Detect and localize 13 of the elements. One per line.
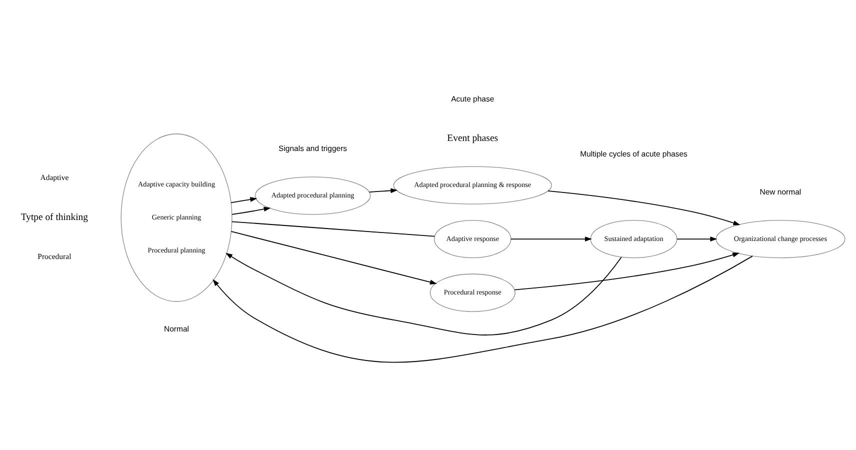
arrow bbox=[548, 190, 740, 226]
arrow bbox=[230, 197, 258, 204]
arrow bbox=[510, 236, 592, 242]
arrow bbox=[368, 188, 398, 194]
arrow bbox=[212, 256, 753, 363]
arrow bbox=[232, 206, 271, 215]
arrow bbox=[230, 231, 437, 285]
arrow bbox=[226, 252, 622, 336]
arrow bbox=[676, 236, 718, 242]
label: Event phases bbox=[447, 132, 498, 144]
label: Tytpe of thinking bbox=[20, 212, 88, 223]
connector bbox=[231, 221, 436, 237]
arrow bbox=[514, 252, 740, 290]
